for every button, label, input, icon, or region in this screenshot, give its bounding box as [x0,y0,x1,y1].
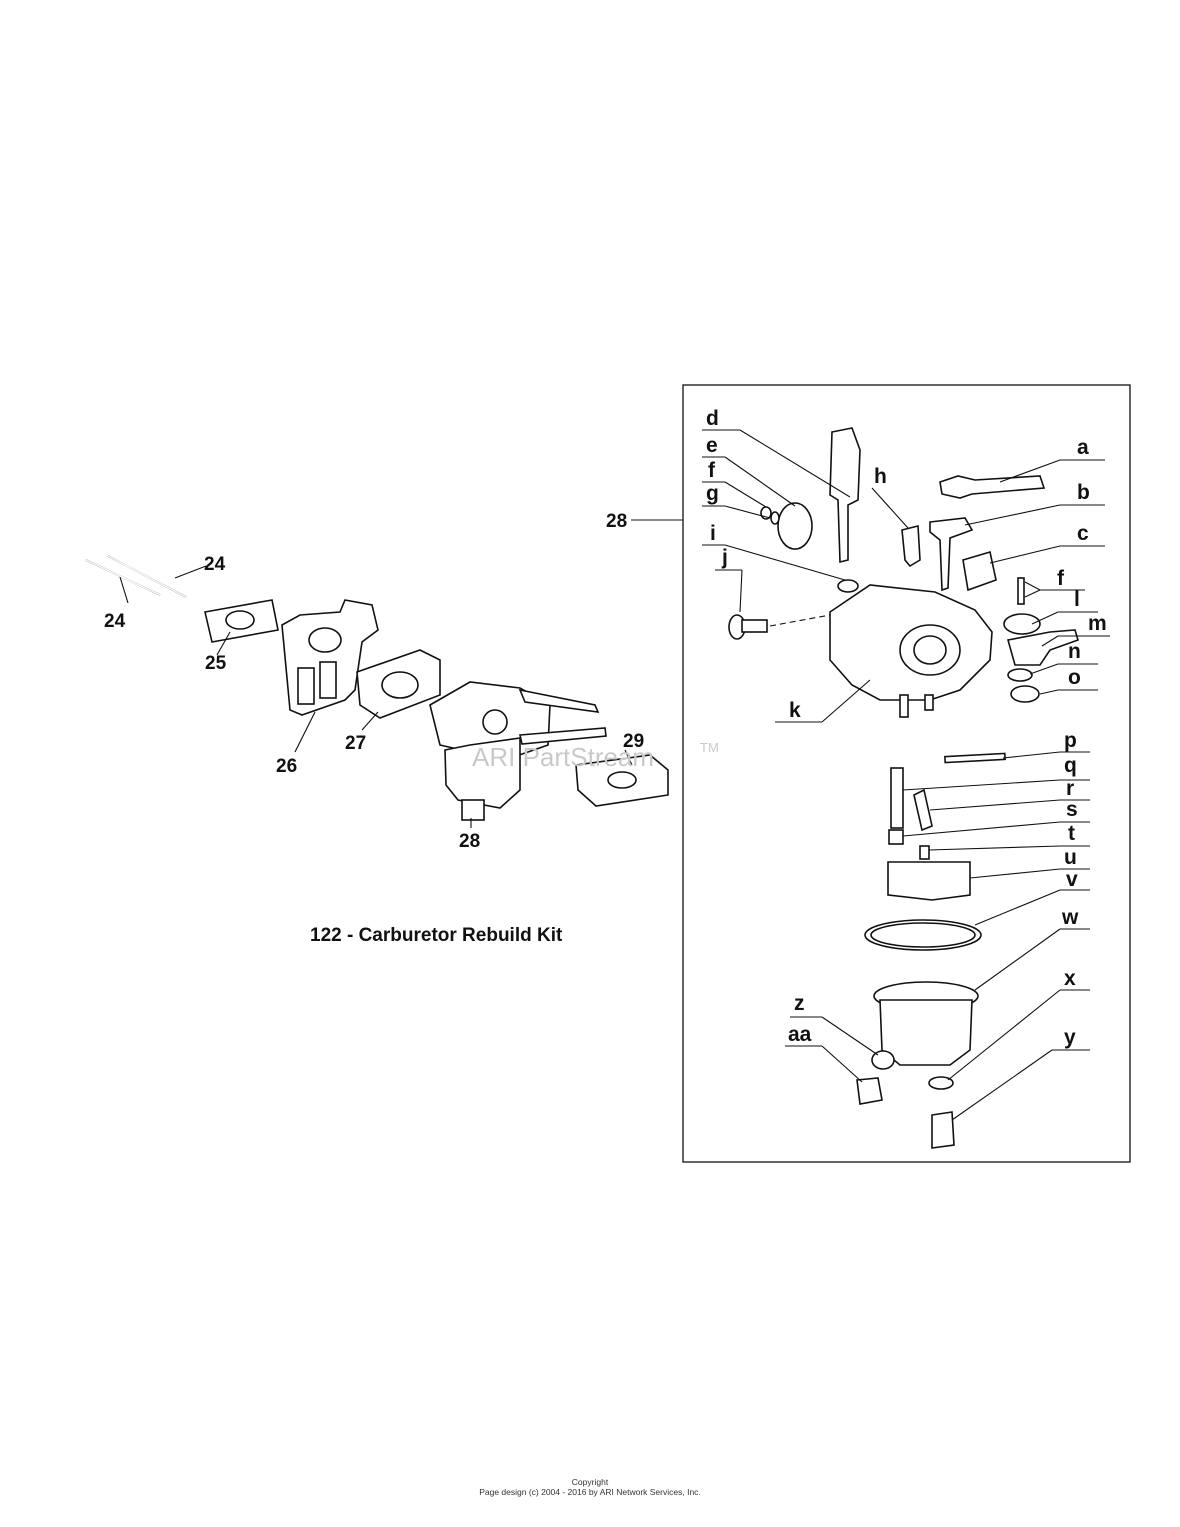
label-n: n [1068,640,1081,663]
label-v: v [1066,868,1078,891]
label-x: x [1064,967,1076,990]
stud-part-24 [85,555,187,598]
label-d: d [706,407,719,430]
label-i: i [710,522,716,545]
label-k: k [789,699,801,722]
watermark-tm: TM [700,740,719,755]
label-a: a [1077,436,1089,459]
gasket-part-29 [575,754,669,807]
gasket-part-25 [204,599,279,643]
callout-28-left: 28 [459,831,480,852]
letter-labels: d e f g h i j a b c f l m n o k p q r s … [706,407,1107,1049]
label-j: j [721,546,728,569]
callout-24-bottom: 24 [104,611,126,632]
callout-28-frame: 28 [606,511,627,532]
label-s: s [1066,798,1078,821]
label-g: g [706,482,719,505]
callout-29: 29 [623,731,644,752]
label-q: q [1064,754,1077,777]
label-aa: aa [788,1023,812,1046]
kit-label: 122 - Carburetor Rebuild Kit [310,925,563,946]
exploded-parts [728,427,1079,1149]
label-l: l [1074,588,1080,611]
label-m: m [1088,612,1107,635]
footer-page-design: Page design (c) 2004 - 2016 by ARI Netwo… [479,1487,701,1497]
callout-25: 25 [205,653,227,674]
label-y: y [1064,1026,1076,1049]
callout-26: 26 [276,756,297,777]
gasket-part-27 [356,649,441,719]
label-e: e [706,434,718,457]
footer: Copyright Page design (c) 2004 - 2016 by… [0,1477,1180,1497]
label-f-right: f [1057,567,1065,590]
label-p: p [1064,729,1077,752]
label-t: t [1068,822,1075,845]
exploded-view-frame [682,384,1131,1163]
label-c: c [1077,522,1089,545]
label-b: b [1077,481,1090,504]
carburetor-part-28 [429,681,607,821]
leader-lines [702,429,1110,1121]
watermark: ARI PartStream [472,742,654,772]
insulator-part-26 [281,599,379,716]
footer-copyright: Copyright [571,1477,609,1487]
label-z: z [794,992,805,1015]
label-r: r [1066,777,1074,800]
label-f-left: f [708,459,716,482]
callout-24-top: 24 [204,554,226,575]
label-o: o [1068,666,1081,689]
label-h: h [874,465,887,488]
label-u: u [1064,846,1077,869]
label-w: w [1061,906,1079,929]
callout-27: 27 [345,733,366,754]
